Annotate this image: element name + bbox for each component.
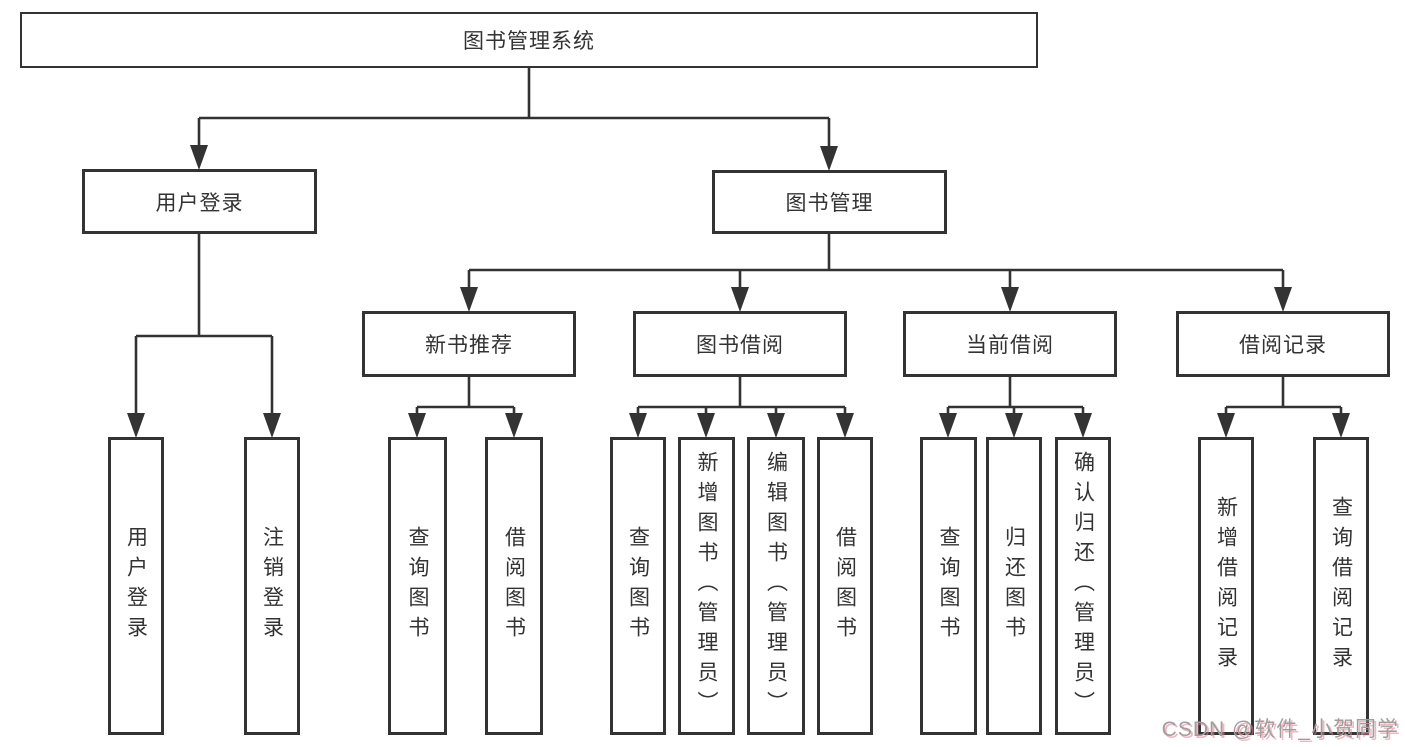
- arrowhead-icon: [1274, 287, 1292, 312]
- node-label: 当前借阅: [966, 334, 1054, 357]
- arrowhead-icon: [767, 413, 785, 438]
- arrowhead-icon: [1001, 287, 1019, 312]
- leaf-borrow-books-borrowing: 借阅图书: [817, 437, 873, 735]
- node-book-borrowing: 图书借阅: [633, 311, 847, 377]
- arrowhead-icon: [1074, 413, 1092, 438]
- node-label: 图书借阅: [696, 334, 784, 357]
- node-new-book-recommend: 新书推荐: [362, 311, 576, 377]
- node-user-login: 用户登录: [82, 169, 317, 234]
- node-label: 查询借阅记录: [1329, 496, 1353, 676]
- node-label: 新增图书（管理员）: [695, 451, 718, 721]
- leaf-confirm-return-admin: 确认归还（管理员）: [1055, 437, 1111, 735]
- node-label: 确认归还（管理员）: [1071, 451, 1095, 721]
- node-label: 图书管理: [785, 192, 874, 215]
- node-label: 用户登录: [124, 526, 148, 646]
- arrowhead-icon: [731, 287, 749, 312]
- arrowhead-icon: [127, 413, 145, 438]
- arrowhead-icon: [263, 413, 281, 438]
- leaf-edit-book-admin: 编辑图书（管理员）: [747, 437, 805, 735]
- node-label: 归还图书: [1002, 526, 1026, 646]
- leaf-borrow-books-recommend: 借阅图书: [485, 437, 543, 735]
- node-borrowing-records: 借阅记录: [1176, 311, 1390, 377]
- arrowhead-icon: [1332, 413, 1350, 438]
- arrowhead-icon: [1005, 413, 1023, 438]
- leaf-query-books-current: 查询图书: [920, 437, 977, 735]
- node-label: 借阅图书: [502, 526, 526, 646]
- leaf-user-login: 用户登录: [108, 437, 164, 735]
- arrowhead-icon: [939, 413, 957, 438]
- leaf-logout: 注销登录: [244, 437, 300, 735]
- leaf-return-book: 归还图书: [986, 437, 1042, 735]
- arrowhead-icon: [820, 146, 838, 171]
- arrowhead-icon: [629, 413, 647, 438]
- node-label: 新增借阅记录: [1214, 496, 1238, 676]
- arrowhead-icon: [1217, 413, 1235, 438]
- arrowhead-icon: [408, 413, 426, 438]
- arrowhead-icon: [697, 413, 715, 438]
- node-library-management-system: 图书管理系统: [20, 12, 1038, 68]
- node-label: 图书管理系统: [463, 30, 595, 53]
- node-label: 新书推荐: [425, 334, 513, 357]
- arrowhead-icon: [505, 413, 523, 438]
- leaf-query-borrow-record: 查询借阅记录: [1313, 437, 1369, 735]
- leaf-query-books-recommend: 查询图书: [388, 437, 447, 735]
- node-label: 查询图书: [406, 526, 429, 646]
- node-label: 查询图书: [937, 526, 960, 646]
- node-label: 编辑图书（管理员）: [764, 451, 788, 721]
- leaf-query-books-borrowing: 查询图书: [610, 437, 666, 735]
- node-label: 查询图书: [626, 526, 650, 646]
- leaf-add-borrow-record: 新增借阅记录: [1198, 437, 1254, 735]
- watermark: CSDN @软件_小贺同学: [1161, 718, 1399, 741]
- node-label: 注销登录: [260, 526, 284, 646]
- leaf-add-book-admin: 新增图书（管理员）: [678, 437, 735, 735]
- arrowhead-icon: [190, 145, 208, 170]
- node-current-borrowing: 当前借阅: [903, 311, 1117, 377]
- node-label: 借阅记录: [1239, 334, 1327, 357]
- node-book-management: 图书管理: [712, 170, 947, 234]
- arrowhead-icon: [836, 413, 854, 438]
- arrowhead-icon: [460, 287, 478, 312]
- node-label: 用户登录: [155, 191, 244, 215]
- node-label: 借阅图书: [833, 526, 857, 646]
